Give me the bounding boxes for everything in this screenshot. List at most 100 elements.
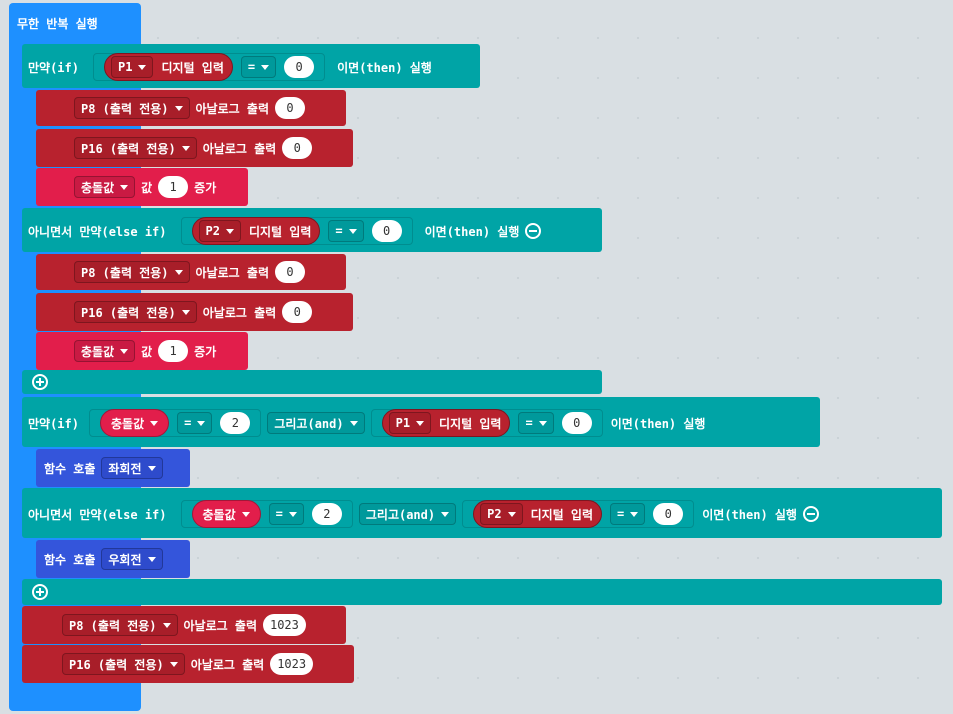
if1-stmt-0[interactable]: P8 (출력 전용) 아날로그 출력 0 [36, 90, 346, 126]
if1-elseif-header[interactable]: 아니면서 만약(else if) P2 디지털 입력 = 0 이면(then) … [22, 208, 602, 252]
chevron-down-icon [120, 348, 129, 354]
chevron-down-icon [441, 511, 450, 517]
if1-digital-read[interactable]: P1 디지털 입력 [103, 53, 233, 81]
if2-elseif-call-fn-dropdown[interactable]: 우회전 [101, 548, 163, 570]
if1-elseif-stmt-2-value[interactable]: 1 [158, 340, 189, 362]
if1-header[interactable]: 만약(if) P1 디지털 입력 = 0 이면(then) 실행 [22, 44, 480, 88]
if2-op2-dropdown[interactable]: = [518, 412, 554, 434]
add-branch-icon[interactable] [32, 374, 48, 390]
if2-compare-b[interactable]: P1 디지털 입력 = 0 [370, 409, 603, 437]
if1-elseif-stmt-2-action-post: 증가 [194, 344, 217, 359]
if1-elseif-stmt-2-var-dropdown[interactable]: 충돌값 [74, 340, 136, 362]
add-branch-icon[interactable] [32, 584, 48, 600]
if1-elseif-stmt-1-pin-dropdown[interactable]: P16 (출력 전용) [74, 301, 197, 323]
if2-var-pill[interactable]: 충돌값 [99, 409, 170, 437]
if1-elseif-digital-read[interactable]: P2 디지털 입력 [191, 217, 321, 245]
if1-elseif-stmt-0[interactable]: P8 (출력 전용) 아날로그 출력 0 [36, 254, 346, 290]
if1-stmt-0-pin-dropdown[interactable]: P8 (출력 전용) [74, 97, 190, 119]
if2-elseif-value[interactable]: 2 [311, 503, 342, 525]
if1-elseif-stmt-0-value[interactable]: 0 [274, 261, 305, 283]
if1-pin-dropdown[interactable]: P1 [110, 56, 154, 78]
if1-elseif-stmt-1-action: 아날로그 출력 [202, 305, 277, 320]
if1-compare[interactable]: P1 디지털 입력 = 0 [92, 53, 326, 81]
if1-elseif-value[interactable]: 0 [371, 220, 402, 242]
if1-value[interactable]: 0 [284, 56, 315, 78]
if2-and-dropdown[interactable]: 그리고(and) [267, 412, 365, 434]
if2-pin-dropdown[interactable]: P1 [388, 412, 432, 434]
if1-stmt-0-action: 아날로그 출력 [195, 101, 269, 116]
if1-stmt-0-value[interactable]: 0 [274, 97, 305, 119]
if1-op-dropdown[interactable]: = [240, 56, 277, 78]
if2-elseif-var-pill[interactable]: 충돌값 [191, 500, 261, 528]
if2-elseif-call-block[interactable]: 함수 호출 우회전 [36, 540, 190, 578]
if1-stmt-2-action-post: 증가 [194, 180, 217, 195]
if2-call-fn-dropdown[interactable]: 좌회전 [101, 457, 163, 479]
if2-value2[interactable]: 0 [561, 412, 592, 434]
remove-branch-icon[interactable] [802, 506, 819, 522]
if1-stmt-1[interactable]: P16 (출력 전용) 아날로그 출력 0 [36, 129, 353, 167]
if1-elseif-stmt-1-value[interactable]: 0 [282, 301, 313, 323]
tail-stmt-1-value[interactable]: 1023 [270, 653, 314, 675]
if2-elseif-op-dropdown[interactable]: = [268, 503, 304, 525]
if2-call-label: 함수 호출 [44, 461, 96, 476]
if1-elseif-compare[interactable]: P2 디지털 입력 = 0 [180, 217, 413, 245]
tail-stmt-0[interactable]: P8 (출력 전용) 아날로그 출력 1023 [22, 606, 346, 644]
chevron-down-icon [174, 269, 183, 275]
chevron-down-icon [120, 184, 129, 190]
tail-stmt-1-action: 아날로그 출력 [190, 657, 265, 672]
if1-elseif-stmt-0-pin-dropdown[interactable]: P8 (출력 전용) [74, 261, 190, 283]
tail-stmt-1[interactable]: P16 (출력 전용) 아날로그 출력 1023 [22, 645, 354, 683]
if2-call-block[interactable]: 함수 호출 좌회전 [36, 449, 190, 487]
if1-elseif-label: 아니면서 만약(else if) [28, 224, 167, 239]
remove-branch-icon[interactable] [525, 223, 542, 239]
if1-stmt-2-value[interactable]: 1 [158, 176, 189, 198]
if2-elseif-read-label: 디지털 입력 [530, 507, 593, 522]
if2-digital-read[interactable]: P1 디지털 입력 [381, 409, 511, 437]
if2-value[interactable]: 2 [220, 412, 251, 434]
tail-stmt-0-value[interactable]: 1023 [262, 614, 306, 636]
chevron-down-icon [169, 661, 178, 667]
if2-elseif-digital-read[interactable]: P2 디지털 입력 [473, 500, 602, 528]
if2-elseif-value2[interactable]: 0 [653, 503, 684, 525]
chevron-down-icon [197, 420, 206, 426]
if2-elseif-and-dropdown[interactable]: 그리고(and) [358, 503, 457, 525]
if2-then-label: 이면(then) 실행 [610, 416, 706, 431]
chevron-down-icon [147, 556, 156, 562]
if2-compare-a[interactable]: 충돌값 = 2 [88, 409, 262, 437]
chevron-down-icon [288, 511, 297, 517]
if2-op-dropdown[interactable]: = [177, 412, 213, 434]
if1-stmt-1-action: 아날로그 출력 [202, 141, 277, 156]
if1-elseif-then-label: 이면(then) 실행 [424, 224, 520, 239]
chevron-down-icon [162, 622, 171, 628]
if2-elseif-compare-b[interactable]: P2 디지털 입력 = 0 [462, 500, 695, 528]
if1-footer[interactable] [22, 370, 602, 394]
if1-then-label: 이면(then) 실행 [337, 60, 432, 75]
if2-elseif-label: 아니면서 만약(else if) [28, 507, 167, 522]
tail-stmt-0-pin-dropdown[interactable]: P8 (출력 전용) [62, 614, 178, 636]
if1-stmt-2-action-pre: 값 [141, 180, 153, 195]
if1-elseif-stmt-2[interactable]: 충돌값 값 1 증가 [36, 332, 248, 370]
if1-stmt-2[interactable]: 충돌값 값 1 증가 [36, 168, 248, 206]
chevron-down-icon [181, 309, 190, 315]
if2-header[interactable]: 만약(if) 충돌값 = 2 그리고(and) P1 디지털 입력 = 0 이면… [22, 397, 820, 447]
tail-stmt-1-pin-dropdown[interactable]: P16 (출력 전용) [62, 653, 185, 675]
forever-label: 무한 반복 실행 [17, 17, 98, 31]
if2-elseif-header[interactable]: 아니면서 만약(else if) 충돌값 = 2 그리고(and) P2 디지털… [22, 488, 942, 538]
if1-stmt-1-pin-dropdown[interactable]: P16 (출력 전용) [74, 137, 197, 159]
chevron-down-icon [538, 420, 547, 426]
if2-elseif-pin-dropdown[interactable]: P2 [480, 503, 523, 525]
chevron-down-icon [507, 511, 516, 517]
if2-elseif-then-label: 이면(then) 실행 [702, 507, 797, 522]
if2-elseif-compare-a[interactable]: 충돌값 = 2 [180, 500, 353, 528]
if1-elseif-op-dropdown[interactable]: = [328, 220, 364, 242]
if1-elseif-pin-dropdown[interactable]: P2 [198, 220, 241, 242]
if1-stmt-2-var-dropdown[interactable]: 충돌값 [74, 176, 136, 198]
if1-elseif-stmt-2-action-pre: 값 [141, 344, 153, 359]
if2-elseif-op2-dropdown[interactable]: = [610, 503, 646, 525]
if1-elseif-stmt-0-action: 아날로그 출력 [195, 265, 269, 280]
tail-stmt-0-action: 아날로그 출력 [183, 618, 257, 633]
chevron-down-icon [181, 145, 190, 151]
if1-elseif-stmt-1[interactable]: P16 (출력 전용) 아날로그 출력 0 [36, 293, 353, 331]
if1-stmt-1-value[interactable]: 0 [282, 137, 313, 159]
if2-footer[interactable] [22, 579, 942, 605]
